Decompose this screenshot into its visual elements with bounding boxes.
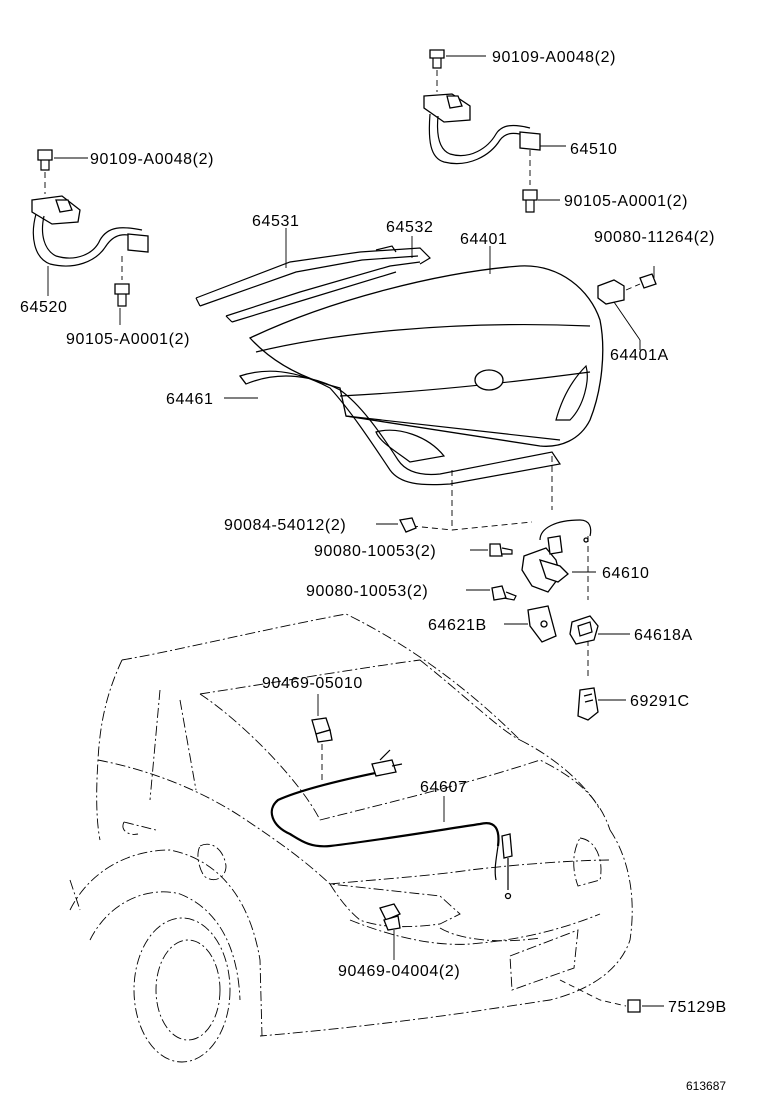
torsion-bars	[195, 245, 431, 323]
label-90109-A0048-right: 90109-A0048(2)	[492, 49, 616, 66]
label-64621B: 64621B	[428, 617, 487, 634]
clip-90469-05010	[311, 717, 333, 743]
hinge-right-64510	[423, 49, 541, 213]
striker-64618A	[569, 615, 599, 645]
label-90469-04004: 90469-04004(2)	[338, 963, 460, 980]
clip-90469-04004	[379, 903, 401, 931]
cushion-90084-54012	[399, 517, 417, 533]
label-90469-05010: 90469-05010	[262, 675, 363, 692]
label-64607: 64607	[420, 779, 468, 796]
label-75129B: 75129B	[668, 999, 727, 1016]
label-64510: 64510	[570, 141, 618, 158]
label-90105-A0001-left: 90105-A0001(2)	[66, 331, 190, 348]
label-69291C: 69291C	[630, 693, 690, 710]
lock-64610	[521, 519, 592, 593]
label-64531: 64531	[252, 213, 300, 230]
weatherstrip-64461	[239, 370, 562, 486]
label-64461: 64461	[166, 391, 214, 408]
bolt-90080-10053-a	[489, 543, 513, 557]
label-90084-54012: 90084-54012(2)	[224, 517, 346, 534]
label-64520: 64520	[20, 299, 68, 316]
label-90080-11264: 90080-11264(2)	[594, 229, 715, 246]
emblem-75129B	[627, 999, 641, 1013]
label-64618A: 64618A	[634, 627, 693, 644]
label-64532: 64532	[386, 219, 434, 236]
cable-64607	[270, 749, 513, 900]
bolt-90080-10053-b	[491, 585, 517, 601]
label-90080-10053-a: 90080-10053(2)	[314, 543, 436, 560]
bracket-64621B	[527, 605, 557, 643]
label-64610: 64610	[602, 565, 650, 582]
diagram-code: 613687	[686, 1079, 726, 1093]
bumper-64401A	[597, 273, 657, 305]
trunk-lid-64401	[248, 265, 604, 463]
label-90109-A0048-left: 90109-A0048(2)	[90, 151, 214, 168]
car-body-outline	[69, 613, 633, 1063]
label-90105-A0001-right: 90105-A0001(2)	[564, 193, 688, 210]
clip-69291C	[577, 687, 599, 721]
label-90080-10053-b: 90080-10053(2)	[306, 583, 428, 600]
label-64401: 64401	[460, 231, 508, 248]
hinge-left-64520	[31, 149, 149, 307]
label-64401A: 64401A	[610, 347, 669, 364]
